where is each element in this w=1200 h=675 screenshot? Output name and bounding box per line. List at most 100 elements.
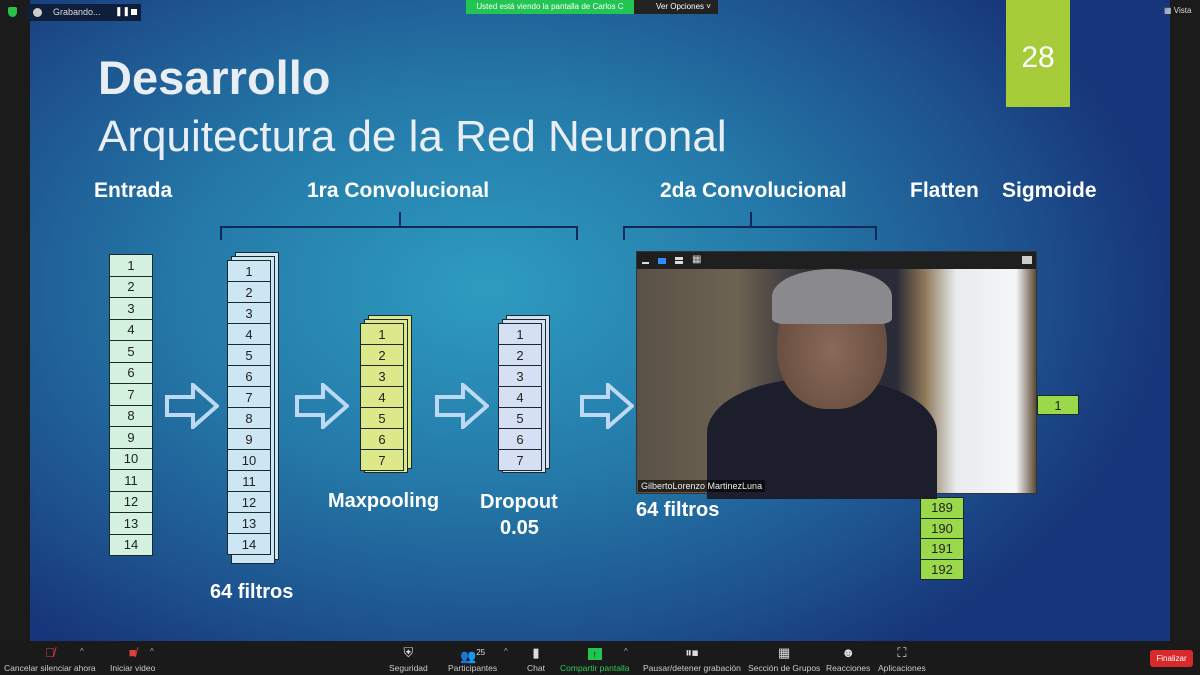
- conv1-cell: 13: [227, 512, 271, 534]
- conv1-cell: 10: [227, 449, 271, 471]
- conv1-cell: 4: [227, 323, 271, 345]
- strip-view-icon[interactable]: [675, 257, 683, 264]
- recording-icon: [33, 8, 42, 17]
- maxpool-cell: 3: [360, 365, 404, 387]
- sigmoid-column: 1: [1037, 395, 1079, 415]
- end-meeting-button[interactable]: Finalizar: [1150, 650, 1193, 667]
- header-conv1: 1ra Convolucional: [307, 179, 490, 202]
- view-options-button[interactable]: Ver Opciones ˅: [634, 0, 718, 14]
- dropout-rate: 0.05: [500, 517, 539, 539]
- flatten-cell: 190: [920, 517, 964, 539]
- arrow-right-icon: [580, 383, 634, 429]
- chat-label: Chat: [527, 663, 545, 673]
- maxpool-cell: 6: [360, 428, 404, 450]
- pause-stop-icon: ⏸⏹: [685, 645, 699, 660]
- input-cell: 8: [109, 404, 153, 427]
- security-button[interactable]: ⛨ Seguridad: [389, 643, 428, 673]
- maxpool-cell: 2: [360, 344, 404, 366]
- share-caret[interactable]: ^: [624, 647, 628, 656]
- minimize-icon[interactable]: [642, 262, 649, 264]
- share-label: Compartir pantalla: [560, 663, 630, 673]
- dropout-cell: 7: [498, 449, 542, 471]
- participant-video: [637, 269, 1036, 499]
- conv1-cell: 14: [227, 533, 271, 555]
- stop-recording-button[interactable]: [131, 9, 137, 15]
- video-window[interactable]: ▦ GilbertoLorenzo MartinezLuna: [636, 251, 1037, 499]
- brace-conv1: [220, 212, 578, 240]
- arrow-right-icon: [165, 383, 219, 429]
- input-cell: 5: [109, 340, 153, 363]
- conv1-filters-label: 64 filtros: [210, 581, 294, 603]
- maxpool-cell: 7: [360, 449, 404, 471]
- video-toolbar: ▦: [637, 252, 1036, 269]
- muted-mic-icon: 🎙̸: [44, 645, 55, 660]
- input-cell: 6: [109, 361, 153, 384]
- conv1-cell: 7: [227, 386, 271, 408]
- unmute-label: Cancelar silenciar ahora: [4, 663, 96, 673]
- input-cell: 13: [109, 512, 153, 535]
- flatten-cell: 191: [920, 538, 964, 560]
- meeting-toolbar: 🎙̸ Cancelar silenciar ahora ^ ■̸ Iniciar v…: [0, 641, 1200, 675]
- share-screen-button[interactable]: ↑Compartir pantalla: [560, 643, 629, 673]
- flatten-cell: 189: [920, 497, 964, 519]
- conv1-cell: 9: [227, 428, 271, 450]
- dropout-cell: 4: [498, 386, 542, 408]
- maxpool-cell: 4: [360, 386, 404, 408]
- speaker-view-icon[interactable]: [658, 258, 666, 264]
- audio-options-caret[interactable]: ^: [80, 647, 84, 656]
- maxpool-cell: 5: [360, 407, 404, 429]
- header-conv2: 2da Convolucional: [660, 179, 847, 202]
- breakout-rooms-button[interactable]: ▦Sección de Grupos: [748, 643, 820, 673]
- conv1-cell: 6: [227, 365, 271, 387]
- share-screen-icon: ↑: [587, 643, 602, 663]
- video-options-caret[interactable]: ^: [150, 647, 154, 656]
- slide-title: Desarrollo: [98, 51, 331, 104]
- recording-pill: Grabando... ❚❚: [27, 4, 141, 21]
- conv1-cell: 5: [227, 344, 271, 366]
- participants-icon: 👥25: [460, 648, 486, 664]
- participants-count: 25: [476, 648, 486, 657]
- slide-number: 28: [1006, 0, 1070, 107]
- flatten-cell: 192: [920, 558, 964, 580]
- shield-icon[interactable]: [8, 7, 17, 17]
- security-label: Seguridad: [389, 663, 428, 673]
- exit-fullscreen-icon[interactable]: [1022, 256, 1032, 264]
- apps-label: Aplicaciones: [878, 663, 926, 673]
- participants-label: Participantes: [448, 663, 498, 673]
- recording-label: Grabando...: [53, 7, 101, 17]
- reactions-button[interactable]: ☻Reacciones: [826, 643, 870, 673]
- start-video-label: Iniciar video: [110, 663, 156, 673]
- emoji-icon: ☻: [841, 645, 856, 660]
- pause-recording-button[interactable]: ❚❚: [115, 6, 131, 16]
- breakout-label: Sección de Grupos: [748, 663, 821, 673]
- shield-icon: ⛨: [403, 645, 414, 660]
- slide-subtitle: Arquitectura de la Red Neuronal: [98, 112, 727, 161]
- record-button[interactable]: ⏸⏹Pausar/detener grabación: [643, 643, 741, 673]
- view-button[interactable]: ▦ Vista: [1164, 6, 1192, 15]
- input-cell: 7: [109, 383, 153, 406]
- dropout-cell: 6: [498, 428, 542, 450]
- start-video-button[interactable]: ■̸ Iniciar video: [110, 643, 155, 673]
- sigmoid-cell: 1: [1037, 395, 1079, 415]
- apps-button[interactable]: ⛶Aplicaciones: [878, 643, 926, 673]
- arrow-right-icon: [295, 383, 349, 429]
- view-label: Vista: [1173, 6, 1192, 15]
- input-cell: 3: [109, 297, 153, 320]
- chat-button[interactable]: ▮Chat: [527, 643, 545, 673]
- unmute-button[interactable]: 🎙̸ Cancelar silenciar ahora: [4, 643, 96, 673]
- input-cell: 9: [109, 426, 153, 449]
- gallery-view-icon[interactable]: ▦: [692, 254, 702, 265]
- conv1-cell: 11: [227, 470, 271, 492]
- dropout-cell: 3: [498, 365, 542, 387]
- input-cell: 2: [109, 275, 153, 298]
- participants-caret[interactable]: ^: [504, 647, 508, 656]
- conv1-cell: 12: [227, 491, 271, 513]
- header-flatten: Flatten: [910, 179, 979, 202]
- video-off-icon: ■̸: [128, 645, 137, 660]
- dropout-cell: 1: [498, 323, 542, 345]
